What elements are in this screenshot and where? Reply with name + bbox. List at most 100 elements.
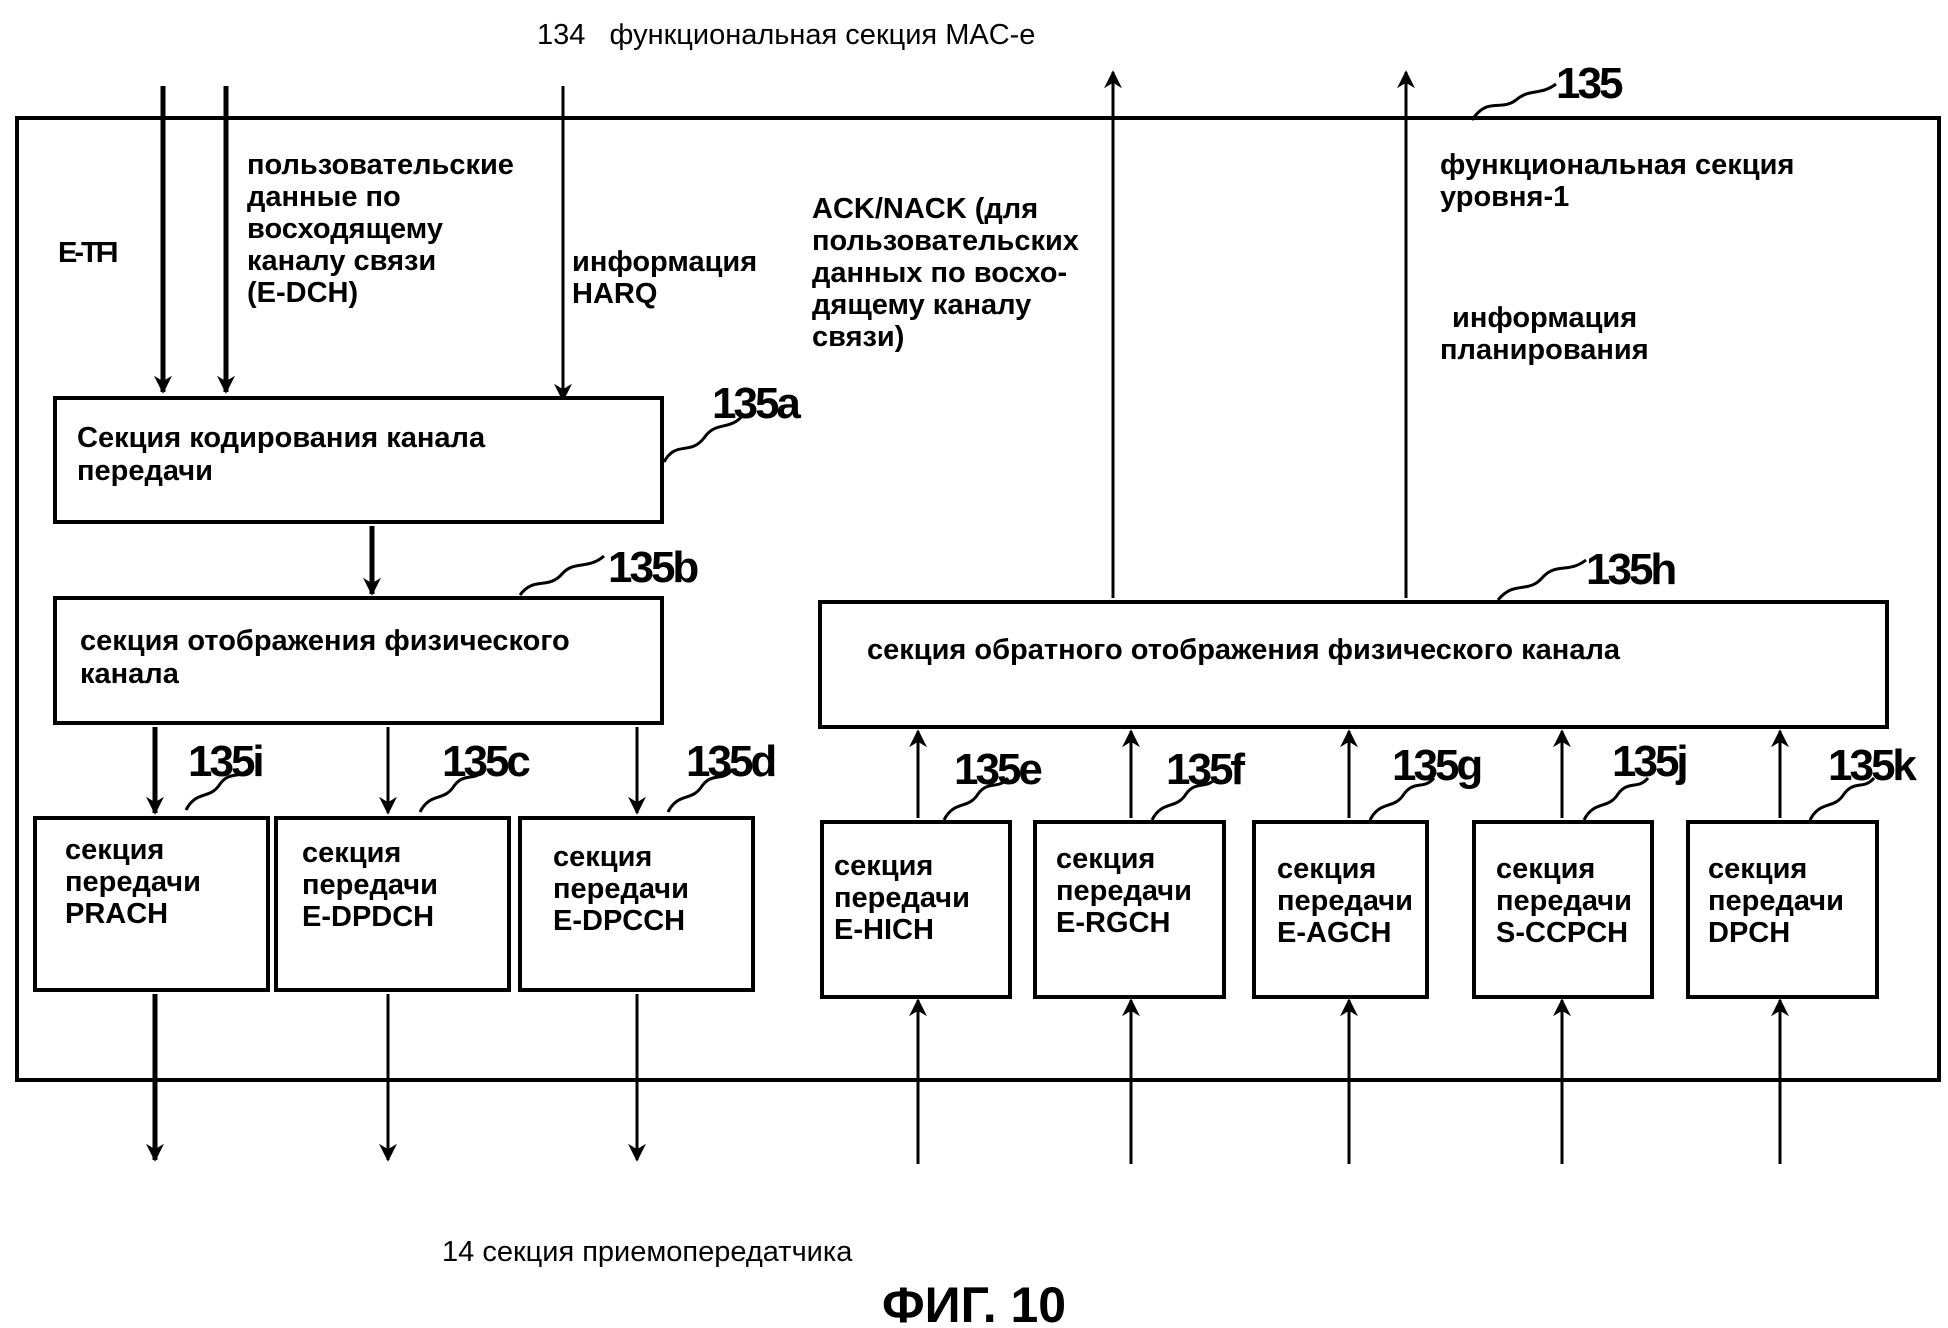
edpcch-ref-leader [666, 768, 734, 813]
svg-text:секция: секция [1056, 843, 1155, 875]
demapping-ref-leader [1496, 558, 1587, 601]
svg-text:E-DPDCH: E-DPDCH [302, 901, 434, 933]
eagch-label: секция передачи E-AGCH [1277, 853, 1413, 949]
svg-text:данных по восхо-: данных по восхо- [812, 257, 1067, 289]
svg-text:секция: секция [1496, 853, 1595, 885]
mapping-block-label: секция отображения физического канала [80, 625, 570, 690]
transceiver-caption: 14 секция приемопередатчика [442, 1236, 853, 1268]
svg-text:Секция кодирования канала: Секция кодирования канала [77, 422, 486, 454]
svg-text:передачи: передачи [65, 866, 201, 898]
demapping-ref: 135h [1586, 545, 1675, 594]
edpcch-tx-label: секция передачи E-DPCCH [553, 841, 689, 937]
mapping-ref: 135b [608, 543, 698, 592]
eagch-ref-leader [1368, 776, 1436, 821]
svg-text:пользовательские: пользовательские [247, 149, 514, 181]
svg-text:секция: секция [1708, 853, 1807, 885]
svg-text:E-HICH: E-HICH [834, 914, 934, 946]
svg-text:передачи: передачи [1277, 885, 1413, 917]
svg-text:передачи: передачи [1496, 885, 1632, 917]
svg-text:секция: секция [65, 834, 164, 866]
ergch-block [1033, 820, 1226, 999]
dpch-ref: 135k [1828, 741, 1917, 790]
edpdch-tx-block [274, 816, 511, 992]
svg-text:информация: информация [1452, 302, 1637, 334]
svg-text:передачи: передачи [1708, 885, 1844, 917]
etfi-label: E-TFI [58, 237, 117, 269]
svg-text:секция: секция [834, 850, 933, 882]
svg-text:каналу связи: каналу связи [247, 245, 436, 277]
sccpch-ref: 135j [1612, 737, 1686, 786]
eagch-block [1252, 820, 1429, 999]
svg-text:связи): связи) [812, 321, 904, 353]
ergch-label: секция передачи E-RGCH [1056, 843, 1192, 939]
svg-text:пользовательских: пользовательских [812, 225, 1079, 257]
svg-text:E-DPCCH: E-DPCCH [553, 905, 685, 937]
svg-text:PRACH: PRACH [65, 898, 168, 930]
svg-text:информация: информация [572, 246, 757, 278]
mapping-block [53, 596, 664, 725]
sccpch-block [1472, 820, 1654, 999]
svg-text:передачи: передачи [302, 869, 438, 901]
mapping-ref-leader [518, 554, 605, 596]
ergch-ref-leader [1150, 776, 1218, 821]
encoding-block-label: Секция кодирования канала передачи [77, 422, 486, 487]
dpch-label: секция передачи DPCH [1708, 853, 1844, 949]
svg-text:передачи: передачи [77, 455, 213, 487]
svg-text:функциональная секция: функциональная секция [1440, 149, 1794, 181]
frame-ref-leader [1470, 82, 1557, 121]
edpcch-ref: 135d [686, 737, 774, 786]
ehich-block [820, 820, 1012, 999]
svg-text:E-AGCH: E-AGCH [1277, 917, 1391, 949]
svg-text:(E-DCH): (E-DCH) [247, 277, 358, 309]
svg-text:планирования: планирования [1440, 334, 1649, 366]
encoding-ref-leader [662, 413, 746, 463]
harq-label: информация HARQ [572, 246, 757, 310]
svg-text:данные по: данные по [247, 181, 401, 213]
svg-text:канала: канала [80, 658, 180, 690]
svg-text:секция: секция [302, 837, 401, 869]
ehich-ref-leader [942, 776, 1010, 821]
sccpch-label: секция передачи S-CCPCH [1496, 853, 1632, 949]
encoding-block [53, 396, 664, 524]
scheduling-info-label: информация планирования [1440, 302, 1649, 366]
figure-label: ФИГ. 10 [882, 1277, 1066, 1328]
svg-text:DPCH: DPCH [1708, 917, 1790, 949]
prach-tx-label: секция передачи PRACH [65, 834, 201, 930]
encoding-ref: 135a [712, 379, 801, 428]
svg-text:передачи: передачи [1056, 875, 1192, 907]
svg-text:передачи: передачи [553, 873, 689, 905]
edpdch-tx-label: секция передачи E-DPDCH [302, 837, 438, 933]
prach-ref-leader [184, 766, 252, 811]
demapping-block-label: секция обратного отображения физического… [867, 634, 1621, 666]
svg-text:ACK/NACK (для: ACK/NACK (для [812, 193, 1038, 225]
svg-text:дящему каналу: дящему каналу [812, 289, 1031, 321]
svg-text:секция отображения физического: секция отображения физического [80, 625, 570, 657]
svg-text:секция: секция [553, 841, 652, 873]
svg-text:восходящему: восходящему [247, 213, 443, 245]
edpdch-ref-leader [418, 768, 486, 813]
frame-ref: 135 [1556, 59, 1623, 108]
edpdch-ref: 135c [442, 737, 530, 786]
user-data-label: пользовательские данные по восходящему к… [247, 149, 514, 309]
ehich-ref: 135e [954, 745, 1041, 794]
ergch-ref: 135f [1166, 745, 1245, 794]
svg-text:передачи: передачи [834, 882, 970, 914]
layer1-frame [15, 116, 1941, 1082]
prach-tx-block [33, 816, 270, 992]
sccpch-ref-leader [1582, 776, 1650, 821]
svg-text:секция: секция [1277, 853, 1376, 885]
svg-text:S-CCPCH: S-CCPCH [1496, 917, 1628, 949]
eagch-ref: 135g [1392, 741, 1480, 790]
svg-text:HARQ: HARQ [572, 278, 657, 310]
frame-label: функциональная секция уровня-1 [1440, 149, 1794, 213]
ack-nack-label: ACK/NACK (для пользовательских данных по… [812, 193, 1079, 353]
dpch-block [1686, 820, 1879, 999]
dpch-ref-leader [1808, 776, 1876, 821]
svg-text:уровня-1: уровня-1 [1440, 181, 1569, 213]
mac-e-caption: 134 функциональная секция MAC-e [537, 19, 1035, 51]
prach-ref: 135i [188, 737, 262, 786]
demapping-block [818, 600, 1889, 729]
ehich-label: секция передачи E-HICH [834, 850, 970, 946]
svg-text:E-RGCH: E-RGCH [1056, 907, 1170, 939]
